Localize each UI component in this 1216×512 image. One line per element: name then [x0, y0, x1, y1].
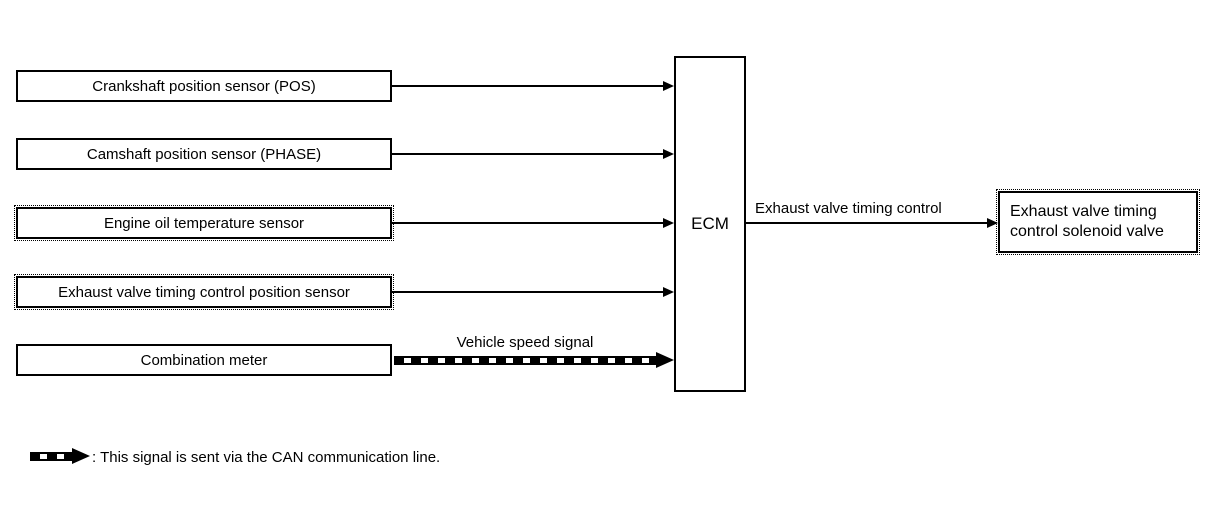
input-box-label: Crankshaft position sensor (POS): [92, 77, 316, 95]
arrow-head-icon: [663, 81, 674, 91]
output-signal-label: Exhaust valve timing control: [755, 200, 942, 217]
signal-line-camshaft: [392, 153, 663, 155]
legend-can-arrow-head-icon: [72, 448, 90, 464]
output-box-exhaust-valve-timing-control-solenoid-valve: Exhaust valve timing control solenoid va…: [996, 189, 1200, 255]
signal-line-valve-timing-position: [392, 291, 663, 293]
input-box-exhaust-valve-timing-control-position-sensor: Exhaust valve timing control position se…: [14, 274, 394, 310]
input-box-camshaft-position-sensor: Camshaft position sensor (PHASE): [16, 138, 392, 170]
signal-line-crankshaft: [392, 85, 663, 87]
input-box-label: Exhaust valve timing control position se…: [58, 283, 350, 301]
input-box-label: Camshaft position sensor (PHASE): [86, 145, 322, 163]
signal-line-oil-temp: [392, 222, 663, 224]
ecm-box: ECM: [674, 56, 746, 392]
can-signal-line: [394, 356, 656, 365]
output-box-label-line2: control solenoid valve: [1010, 223, 1164, 240]
can-arrow-head-icon: [656, 352, 674, 368]
input-box-combination-meter: Combination meter: [16, 344, 392, 376]
arrow-head-icon: [987, 218, 998, 228]
input-box-label: Combination meter: [140, 351, 268, 369]
output-box-label-line1: Exhaust valve timing: [1010, 203, 1157, 220]
arrow-head-icon: [663, 149, 674, 159]
legend-can-line-icon: [30, 452, 72, 461]
input-box-crankshaft-position-sensor: Crankshaft position sensor (POS): [16, 70, 392, 102]
input-box-label: Engine oil temperature sensor: [103, 214, 305, 232]
arrow-head-icon: [663, 218, 674, 228]
arrow-head-icon: [663, 287, 674, 297]
output-signal-line: [746, 222, 987, 224]
input-box-engine-oil-temperature-sensor: Engine oil temperature sensor: [14, 205, 394, 241]
ecm-label: ECM: [691, 214, 729, 233]
vehicle-speed-signal-label: Vehicle speed signal: [456, 334, 594, 351]
legend-text: : This signal is sent via the CAN commun…: [92, 449, 441, 466]
